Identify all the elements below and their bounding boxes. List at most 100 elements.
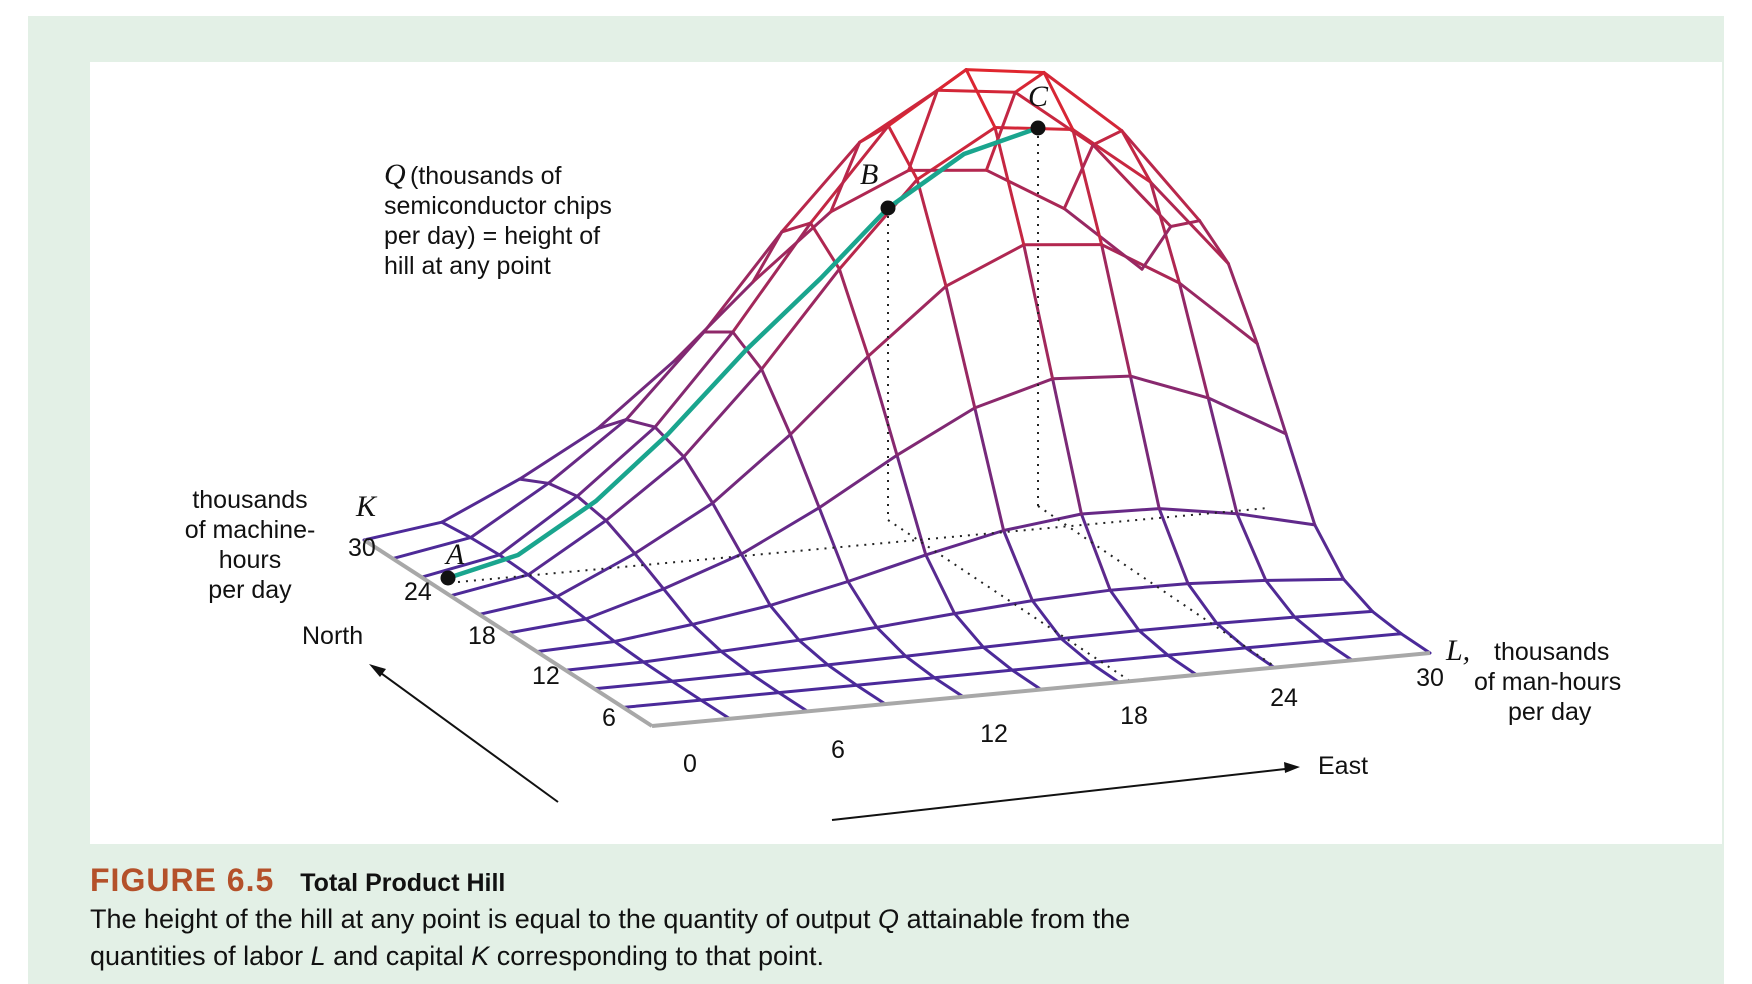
caption-text-part: attainable from the xyxy=(899,904,1131,934)
dotted-line-l18 xyxy=(887,519,1131,682)
mesh-segment xyxy=(760,367,792,436)
mesh-segment xyxy=(690,603,772,626)
mesh-segment xyxy=(702,230,784,334)
mesh-segment xyxy=(690,622,723,653)
l-tick-0: 0 xyxy=(683,750,697,778)
figure-number: FIGURE 6.5 xyxy=(90,862,275,898)
point-b-marker xyxy=(880,200,896,216)
mesh-segment xyxy=(673,330,706,362)
mesh-segment xyxy=(1062,207,1144,271)
l-label-line-3: per day xyxy=(1508,698,1592,726)
mesh-segment xyxy=(1284,432,1317,527)
mesh-segment xyxy=(846,580,879,629)
mesh-segment xyxy=(1108,582,1190,592)
mesh-segment xyxy=(981,637,1063,649)
mesh-segment xyxy=(604,519,637,555)
mesh-segment xyxy=(526,573,559,599)
k-label-line-2: of machine- xyxy=(185,516,316,544)
mesh-segment xyxy=(575,494,608,522)
mesh-segment xyxy=(699,698,732,721)
mesh-segment xyxy=(875,612,957,629)
mesh-segment xyxy=(932,676,965,699)
mesh-segment xyxy=(944,284,977,410)
mesh-segment xyxy=(1342,577,1374,613)
mesh-segment xyxy=(1293,615,1325,643)
k-tick-24: 24 xyxy=(404,578,432,606)
mesh-segment xyxy=(1108,588,1141,632)
mesh-segment xyxy=(1177,281,1259,346)
mesh-segment xyxy=(1022,243,1055,381)
mesh-segment xyxy=(895,453,928,557)
north-arrow-head xyxy=(369,664,386,677)
mesh-segment xyxy=(904,654,936,680)
mesh-segment xyxy=(391,536,473,561)
mesh-segment xyxy=(1030,599,1063,641)
l-symbol: L, xyxy=(1445,634,1470,667)
mesh-segment xyxy=(1235,512,1317,527)
mesh-segment xyxy=(739,552,772,607)
mesh-segment xyxy=(1030,588,1112,603)
mesh-segment xyxy=(953,612,985,649)
l-axis-line xyxy=(651,651,1431,728)
mesh-segment xyxy=(613,622,694,643)
mesh-segment xyxy=(624,418,657,429)
mesh-segment xyxy=(1059,637,1092,665)
mesh-segment xyxy=(751,230,784,284)
mesh-segment xyxy=(1313,523,1346,581)
mesh-segment xyxy=(777,691,810,713)
mesh-segment xyxy=(780,221,813,234)
q-symbol: Q xyxy=(384,158,406,191)
mesh-segment xyxy=(1120,129,1202,223)
dotted-line-k24 xyxy=(457,507,1269,583)
mesh-segment xyxy=(904,645,985,658)
mesh-segment xyxy=(469,481,550,540)
mesh-segment xyxy=(1157,507,1239,516)
mesh-segment xyxy=(875,625,908,658)
mesh-segment xyxy=(1010,661,1092,672)
mesh-segment xyxy=(670,679,703,702)
mesh-segment xyxy=(1128,374,1210,400)
mesh-segment xyxy=(1100,243,1181,285)
mesh-segment xyxy=(826,654,908,667)
mesh-segment xyxy=(973,377,1055,410)
mesh-segment xyxy=(1137,621,1219,632)
mesh-segment xyxy=(817,453,899,510)
figure-frame: A B C Q (thousands of semiconductor chip… xyxy=(28,16,1724,984)
base-axes xyxy=(362,538,1431,728)
caption-q: Q xyxy=(878,904,900,934)
mesh-segment xyxy=(526,519,608,577)
mesh-segment xyxy=(981,645,1014,672)
mesh-segment xyxy=(641,660,674,683)
mesh-segment xyxy=(1042,71,1075,131)
mesh-segment xyxy=(518,427,599,481)
mesh-segment xyxy=(809,124,890,225)
mesh-segment xyxy=(592,679,674,691)
mesh-segment xyxy=(535,640,617,654)
mesh-segment xyxy=(595,358,677,431)
east-arrow-head xyxy=(1284,762,1300,773)
mesh-segment xyxy=(555,552,637,599)
k-symbol: K xyxy=(355,490,378,523)
mesh-segment xyxy=(932,668,1014,680)
mesh-segment xyxy=(1051,374,1132,381)
mesh-segment xyxy=(768,580,850,607)
mesh-segment xyxy=(506,617,588,635)
east-arrow-line xyxy=(831,767,1295,821)
mesh-segment xyxy=(1071,128,1104,247)
mesh-segment xyxy=(1042,71,1124,133)
mesh-segment xyxy=(1166,653,1199,677)
point-c-label: C xyxy=(1028,80,1049,113)
k-tick-12: 12 xyxy=(532,662,560,690)
mesh-segment xyxy=(477,595,559,616)
mesh-segment xyxy=(907,88,939,172)
l-tick-24: 24 xyxy=(1270,684,1298,712)
mesh-segment xyxy=(1088,661,1121,684)
mesh-segment xyxy=(555,595,588,621)
mesh-segment xyxy=(935,68,968,92)
caption-heading: FIGURE 6.5 Total Product Hill xyxy=(90,862,1710,899)
l-tick-30: 30 xyxy=(1416,664,1444,692)
mesh-segment xyxy=(924,529,1006,557)
q-label-line-3: per day) = height of xyxy=(384,222,600,250)
l-label-line-2: of man-hours xyxy=(1474,668,1621,696)
mesh-segment xyxy=(711,433,792,505)
